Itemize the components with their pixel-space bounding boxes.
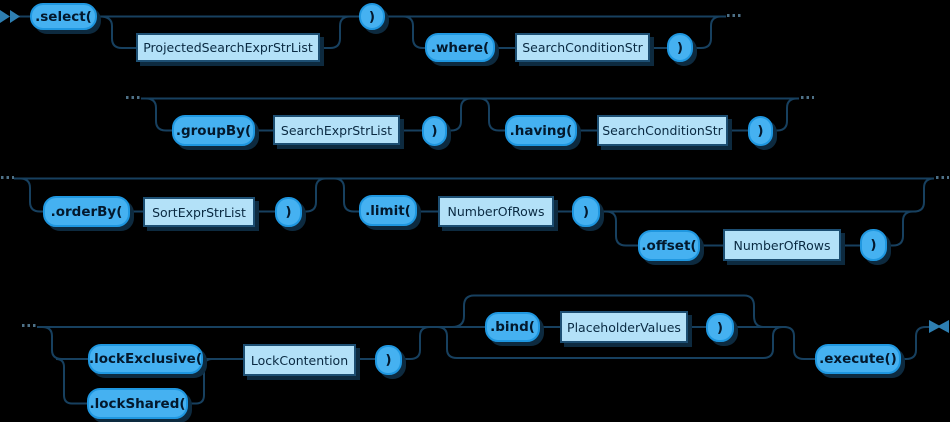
node-limit: .limit( <box>359 195 417 226</box>
node-close-paren-offset: ) <box>860 229 887 261</box>
node-close-paren-order-by: ) <box>275 197 302 227</box>
node-lock-contention: LockContention <box>243 344 356 376</box>
node-close-paren-bind: ) <box>706 313 734 342</box>
node-offset: .offset( <box>638 230 700 261</box>
node-having: .having( <box>505 115 577 146</box>
node-search-expr-str-list: SearchExprStrList <box>273 115 400 145</box>
node-number-of-rows-limit: NumberOfRows <box>438 196 554 227</box>
end-arrow-icon <box>929 320 949 333</box>
node-bind: .bind( <box>485 312 540 342</box>
node-search-condition-str-having: SearchConditionStr <box>597 115 728 146</box>
node-close-paren-where: ) <box>667 33 693 62</box>
node-select: .select( <box>30 3 97 30</box>
node-placeholder-values: PlaceholderValues <box>560 311 688 343</box>
continuation-dots-icon <box>1 14 949 327</box>
node-lock-exclusive: .lockExclusive( <box>88 344 203 374</box>
node-close-paren-having: ) <box>748 116 773 146</box>
node-number-of-rows-offset: NumberOfRows <box>723 229 841 261</box>
node-execute: .execute() <box>815 344 901 374</box>
node-order-by: .orderBy( <box>43 196 130 227</box>
node-where: .where( <box>425 33 495 62</box>
node-close-paren-group-by: ) <box>422 116 447 146</box>
node-close-paren-lock: ) <box>375 345 402 375</box>
node-lock-shared: .lockShared( <box>87 388 188 419</box>
node-search-condition-str-where: SearchConditionStr <box>515 33 650 62</box>
node-group-by: .groupBy( <box>172 115 255 146</box>
start-arrow-icon <box>0 10 20 23</box>
node-sort-expr-str-list: SortExprStrList <box>143 197 255 227</box>
node-projected-search-expr-str-list: ProjectedSearchExprStrList <box>136 33 320 62</box>
node-close-paren-select: ) <box>359 3 385 30</box>
node-close-paren-limit: ) <box>572 196 600 227</box>
